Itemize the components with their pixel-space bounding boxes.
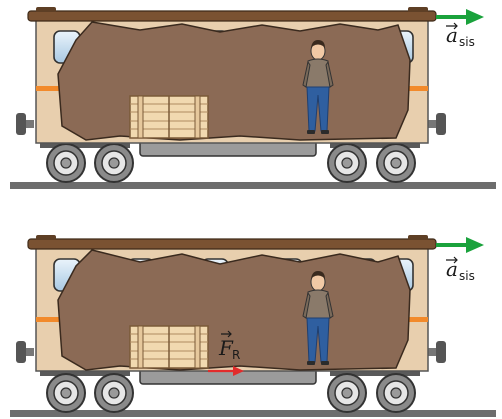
scene-1: a sis bbox=[10, 7, 496, 189]
acceleration-subscript-2: sis bbox=[459, 269, 475, 283]
acceleration-label-1: a sis bbox=[446, 23, 475, 49]
buffer-right-2 bbox=[436, 341, 446, 363]
acceleration-arrow-1 bbox=[436, 9, 484, 25]
crate-2 bbox=[130, 326, 208, 368]
wheel-1c bbox=[328, 144, 366, 182]
force-subscript: R bbox=[232, 348, 240, 362]
rail-1 bbox=[10, 182, 496, 189]
buffer-left-2 bbox=[16, 341, 26, 363]
buffer-left-1 bbox=[16, 113, 26, 135]
roof-2 bbox=[28, 239, 436, 249]
wheel-2c bbox=[328, 374, 366, 412]
scene-2: F R a sis bbox=[10, 235, 496, 417]
wheel-2d bbox=[377, 374, 415, 412]
wheel-2a bbox=[47, 374, 85, 412]
interior-cutaway-1 bbox=[58, 22, 410, 140]
rail-2 bbox=[10, 410, 496, 417]
acceleration-label-2: a sis bbox=[446, 257, 475, 283]
crate-1 bbox=[130, 96, 208, 138]
wheel-1d bbox=[377, 144, 415, 182]
wheel-1b bbox=[95, 144, 133, 182]
acceleration-arrow-2 bbox=[436, 237, 484, 253]
wheel-1a bbox=[47, 144, 85, 182]
wheel-2b bbox=[95, 374, 133, 412]
acceleration-subscript-1: sis bbox=[459, 35, 475, 49]
roof-1 bbox=[28, 11, 436, 21]
buffer-right-1 bbox=[436, 113, 446, 135]
